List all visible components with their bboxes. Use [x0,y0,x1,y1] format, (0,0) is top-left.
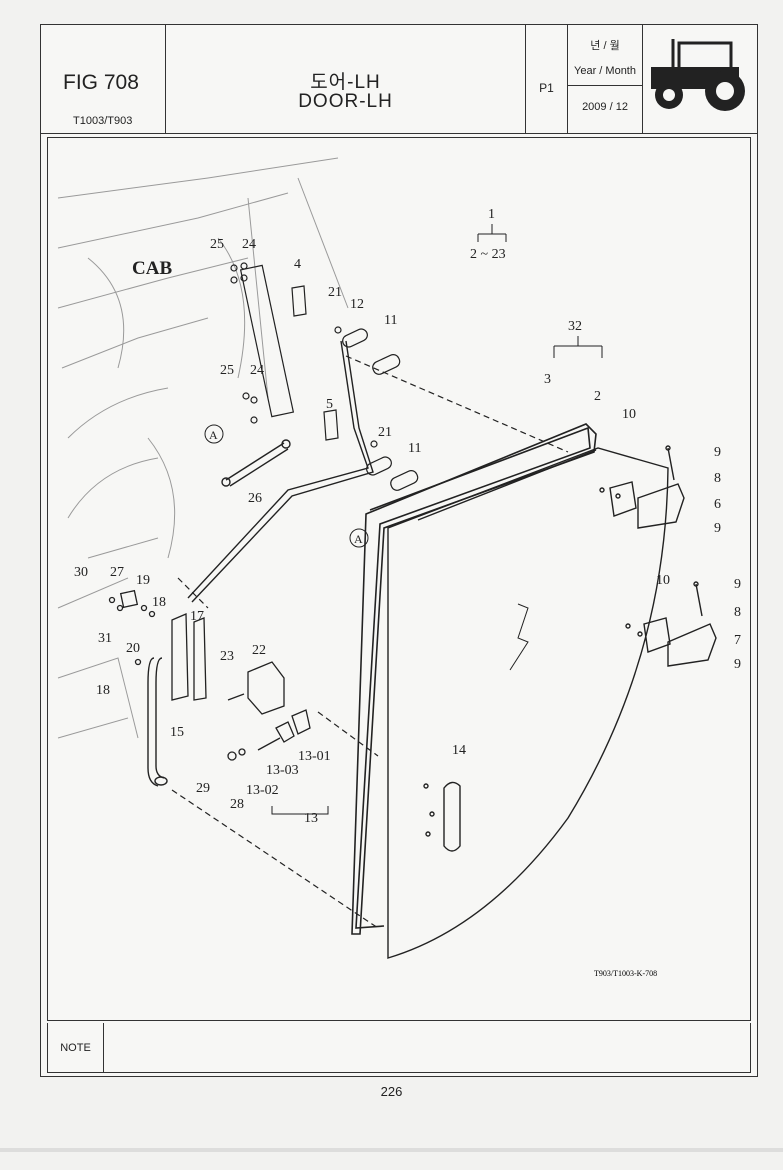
tractor-icon [651,39,745,111]
assembly-number: 1 [488,207,495,222]
scan-artifact [0,1148,783,1152]
page-number: 226 [380,1084,403,1099]
part-label: 13-03 [266,763,299,778]
part-label: 15 [170,725,184,740]
part-label: 27 [110,565,124,580]
part-label: 13-01 [298,749,331,764]
part-label: 17 [190,609,204,624]
cab-background-sketch [57,157,349,739]
cab-label: CAB [132,258,172,279]
part-label: 18 [152,595,166,610]
callout-a-left: A [209,428,218,442]
note-label: NOTE [48,1023,104,1072]
part-label: 5 [326,397,333,412]
date-cell: 년 / 월 Year / Month 2009 / 12 [568,25,643,133]
part-label: 9 [714,521,721,536]
title-cell: 도어-LH DOOR-LH [166,25,526,133]
part-label: 20 [126,641,140,656]
note-row: NOTE [47,1023,751,1073]
part-label: 9 [714,445,721,460]
part-label: 11 [384,313,397,328]
callout-a-rod: A [354,532,363,546]
year-month-label-en: Year / Month [574,65,636,77]
fig-number: FIG 708 [63,71,139,94]
sheet-header: FIG 708 T1003/T903 도어-LH DOOR-LH P1 년 / … [41,25,757,134]
year-month-label-ko: 년 / 월 [590,40,620,52]
door-handle [423,781,461,852]
part-label: 18 [96,683,110,698]
part-label: 25 [210,237,224,252]
part-label: 2 [594,389,601,404]
gas-strut [221,439,291,487]
exploded-parts-drawing: CAB 1 2 ~ 23 [47,137,751,1021]
assembly-range: 2 ~ 23 [470,247,506,262]
part-label: 24 [242,237,256,252]
part-label: 9 [734,657,741,672]
part-label: 21 [328,285,342,300]
title-english: DOOR-LH [298,91,393,112]
part-label: 32 [568,319,582,334]
assembly-reference: 1 2 ~ 23 [470,207,507,262]
part-label: 7 [734,633,741,648]
part-label: 11 [408,441,421,456]
door-rod-and-rail [147,340,374,787]
dashed-reference-lines [171,355,569,929]
bracket-13 [271,806,329,815]
callout-a-circle-rod [349,528,369,548]
part-label: 9 [734,577,741,592]
part-label: 24 [250,363,264,378]
part-label: 12 [350,297,364,312]
page-code: P1 [539,81,554,95]
model-list: T1003/T903 [73,115,133,127]
part-label: 4 [294,257,301,272]
upper-latch-assembly [599,445,685,529]
part-label: 31 [98,631,112,646]
part-label: 8 [734,605,741,620]
part-label: 30 [74,565,88,580]
glass-group-bracket: 32 [553,319,603,358]
part-label: 29 [196,781,210,796]
part-label: 26 [248,491,262,506]
part-label: 13-02 [246,783,279,798]
hinge-plates [334,326,419,491]
part-label: 10 [622,407,636,422]
lower-latch-assembly [625,581,717,667]
lower-bracket-assembly [108,589,207,701]
part-label: 13 [304,811,318,826]
door-glass [387,447,669,959]
exploded-view-svg: CAB 1 2 ~ 23 [57,157,741,978]
upper-hinge-assembly [230,262,339,441]
part-label: 23 [220,649,234,664]
drawing-code: T903/T1003-K-708 [594,969,657,978]
part-label: 6 [714,497,721,512]
year-month-value: 2009 / 12 [582,101,628,113]
fig-cell: FIG 708 T1003/T903 [41,25,166,133]
part-label: 21 [378,425,392,440]
part-label: 19 [136,573,150,588]
part-label: 28 [230,797,244,812]
door-striker-assembly [227,661,311,761]
title-korean: 도어-LH [310,72,381,93]
part-label: 22 [252,643,266,658]
part-label: 25 [220,363,234,378]
part-number-labels: 25 24 4 21 12 11 25 24 5 21 11 26 3 2 10… [74,237,741,826]
part-label: 14 [452,743,466,758]
part-label: 3 [544,372,551,387]
page-code-cell: P1 [526,25,568,133]
callout-a-circle-left [204,424,224,444]
parts-sheet-frame: FIG 708 T1003/T903 도어-LH DOOR-LH P1 년 / … [40,24,758,1077]
part-label: 10 [656,573,670,588]
thumbnail-cell [643,25,759,133]
part-label: 8 [714,471,721,486]
